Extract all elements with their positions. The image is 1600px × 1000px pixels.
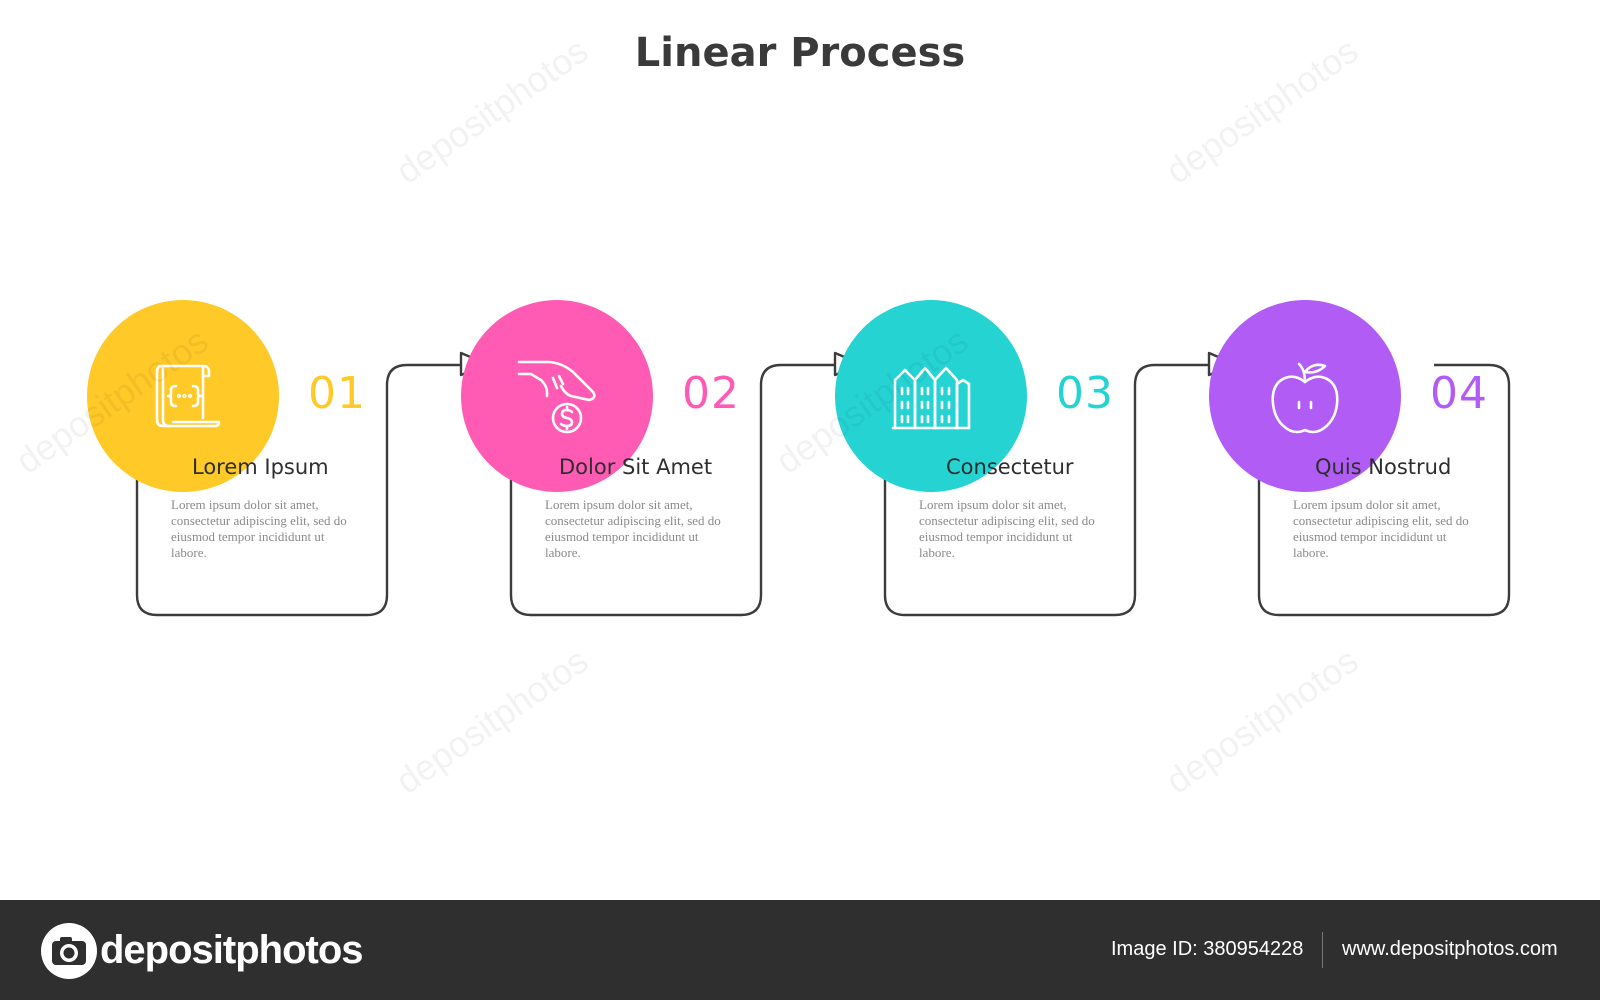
footer-divider (1322, 932, 1323, 968)
step-4-description: Lorem ipsum dolor sit amet, consectetur … (1293, 497, 1469, 560)
step-3-circle (835, 300, 1027, 492)
process-step-2: 02 Dolor Sit Amet Lorem ipsum dolor sit … (461, 300, 841, 620)
website-link[interactable]: www.depositphotos.com (1342, 938, 1558, 960)
step-4-heading: Quis Nostrud (1315, 455, 1452, 479)
footer-bar: depositphotos Image ID: 380954228 www.de… (0, 900, 1600, 1000)
step-4-circle (1209, 300, 1401, 492)
infographic-canvas: Linear Process 01 Lorem Ipsum Lo (8, 29, 1589, 802)
step-1-circle (87, 300, 279, 492)
camera-logo-icon (41, 923, 97, 979)
scroll-code-icon (155, 364, 221, 428)
step-3-heading: Consectetur (946, 455, 1074, 479)
process-step-3: 03 Consectetur Lorem ipsum dolor sit ame… (835, 300, 1215, 620)
connector-line (135, 363, 1511, 617)
page-title: Linear Process (634, 30, 966, 76)
step-4-number: 04 (1430, 368, 1488, 419)
brand-name: depositphotos (100, 928, 364, 972)
step-2-number: 02 (682, 368, 740, 419)
step-3-number: 03 (1056, 368, 1114, 419)
buildings-icon (891, 366, 971, 430)
hand-coin-icon (517, 360, 596, 434)
process-step-4: 04 Quis Nostrud Lorem ipsum dolor sit am… (1209, 300, 1589, 620)
step-2-heading: Dolor Sit Amet (559, 455, 713, 479)
apple-icon (1271, 362, 1339, 434)
step-2-circle (461, 300, 653, 492)
step-2-description: Lorem ipsum dolor sit amet, consectetur … (545, 497, 721, 560)
step-1-heading: Lorem Ipsum (192, 455, 329, 479)
image-id: Image ID: 380954228 (1111, 938, 1304, 960)
step-1-description: Lorem ipsum dolor sit amet, consectetur … (171, 497, 347, 560)
step-3-description: Lorem ipsum dolor sit amet, consectetur … (919, 497, 1095, 560)
step-1-number: 01 (308, 368, 366, 419)
process-step-1: 01 Lorem Ipsum Lorem ipsum dolor sit ame… (87, 300, 467, 620)
